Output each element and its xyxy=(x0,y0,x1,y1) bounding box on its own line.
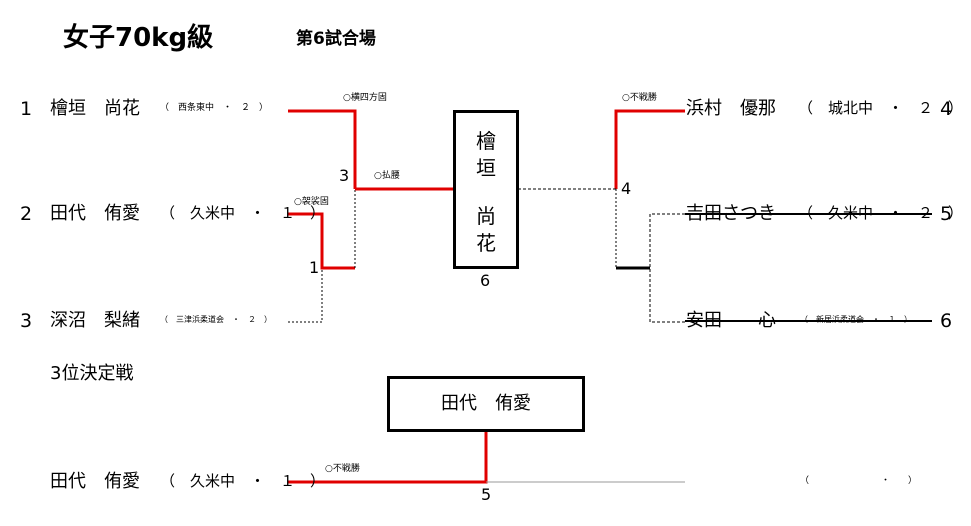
match-number: 1 xyxy=(309,258,320,277)
technique-label: ○不戦勝 xyxy=(325,464,360,474)
seed-number: 6 xyxy=(940,310,953,332)
bracket-line-p4 xyxy=(614,109,685,189)
champion-name-char: 檜 xyxy=(476,129,496,153)
match-number: 3 xyxy=(339,166,350,185)
seed-number: 1 xyxy=(20,98,33,120)
third-place-title: 3位決定戦 xyxy=(50,363,134,384)
champion-name-char: 尚 xyxy=(476,204,496,228)
player-school: （ 新居浜柔道会 ・ １ ） xyxy=(800,315,912,324)
third-place-winner-box: 田代 侑愛 xyxy=(387,376,585,432)
seed-number: 3 xyxy=(20,310,33,332)
player-school: （ 三津浜柔道会 ・ ２ ） xyxy=(160,315,272,324)
page-title: 女子70kg級 xyxy=(63,23,214,53)
court-label: 第6試合場 xyxy=(296,29,376,49)
match-number: 6 xyxy=(480,271,491,290)
player-name: 田代 侑愛 xyxy=(50,203,140,224)
player-name: 安田 心 xyxy=(686,310,776,331)
bracket-line-p2 xyxy=(288,212,355,270)
player-school: （ 西条東中 ・ ２ ） xyxy=(160,103,269,113)
player-school: （ 久米中 ・ １ ） xyxy=(160,204,326,222)
player-school: （ 久米中 ・ ２ ） xyxy=(798,204,964,222)
match-number: 5 xyxy=(481,485,492,504)
bracket-line-p3 xyxy=(288,268,323,323)
technique-label: ○不戦勝 xyxy=(622,93,657,103)
seed-number: 5 xyxy=(940,203,953,225)
player-name: 深沼 梨緒 xyxy=(50,310,140,331)
player-name: 田代 侑愛 xyxy=(50,471,140,492)
player-school: （ 久米中 ・ １ ） xyxy=(160,472,326,490)
opponent-school: （ ・ ） xyxy=(800,476,918,486)
seed-number: 4 xyxy=(940,98,953,120)
bracket-line-p5 xyxy=(649,213,685,268)
technique-label: ○横四方固 xyxy=(343,93,387,103)
player-name: 檜垣 尚花 xyxy=(50,98,140,119)
champion-name-char: 花 xyxy=(476,231,496,255)
match-number: 4 xyxy=(621,179,632,198)
player-name: 吉田さつき xyxy=(686,203,776,224)
player-school: （ 城北中 ・ ２ ） xyxy=(798,99,964,117)
third-place-winner: 田代 侑愛 xyxy=(441,393,531,414)
seed-number: 2 xyxy=(20,203,33,225)
technique-label: ○払腰 xyxy=(374,171,400,181)
bracket-line-p1 xyxy=(288,109,357,189)
champion-box: 檜 垣 尚 花 xyxy=(453,110,519,269)
bracket-line-p6 xyxy=(649,268,685,323)
technique-label: ○袈裟固 xyxy=(294,197,329,207)
player-name: 浜村 優那 xyxy=(686,98,776,119)
champion-name-char: 垣 xyxy=(476,156,496,180)
